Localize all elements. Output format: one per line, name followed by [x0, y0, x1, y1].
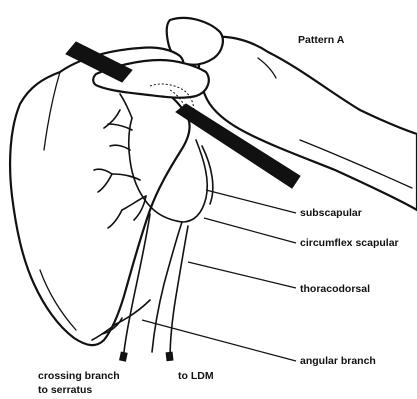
- leader-lines: [142, 190, 296, 361]
- circumflex-scapular-leader: [204, 218, 296, 243]
- label-to-ldm: to LDM: [178, 370, 214, 382]
- angular-branch-leader: [142, 320, 296, 361]
- label-subscapular: subscapular: [300, 207, 362, 219]
- label-circumflex-scapular: circumflex scapular: [300, 237, 399, 249]
- label-thoracodorsal: thoracodorsal: [300, 283, 370, 295]
- diagram-title: Pattern A: [298, 34, 345, 46]
- label-crossing-branch-line1: crossing branch: [38, 370, 120, 382]
- thoracodorsal-leader: [188, 262, 296, 288]
- subscapular-leader: [206, 190, 296, 213]
- main-vessel-trunk: [182, 140, 213, 222]
- vessel-end-caps: [119, 351, 173, 361]
- label-angular-branch: angular branch: [300, 355, 376, 367]
- humerus-shape: [199, 37, 417, 210]
- label-crossing-branch-line2: to serratus: [38, 384, 92, 396]
